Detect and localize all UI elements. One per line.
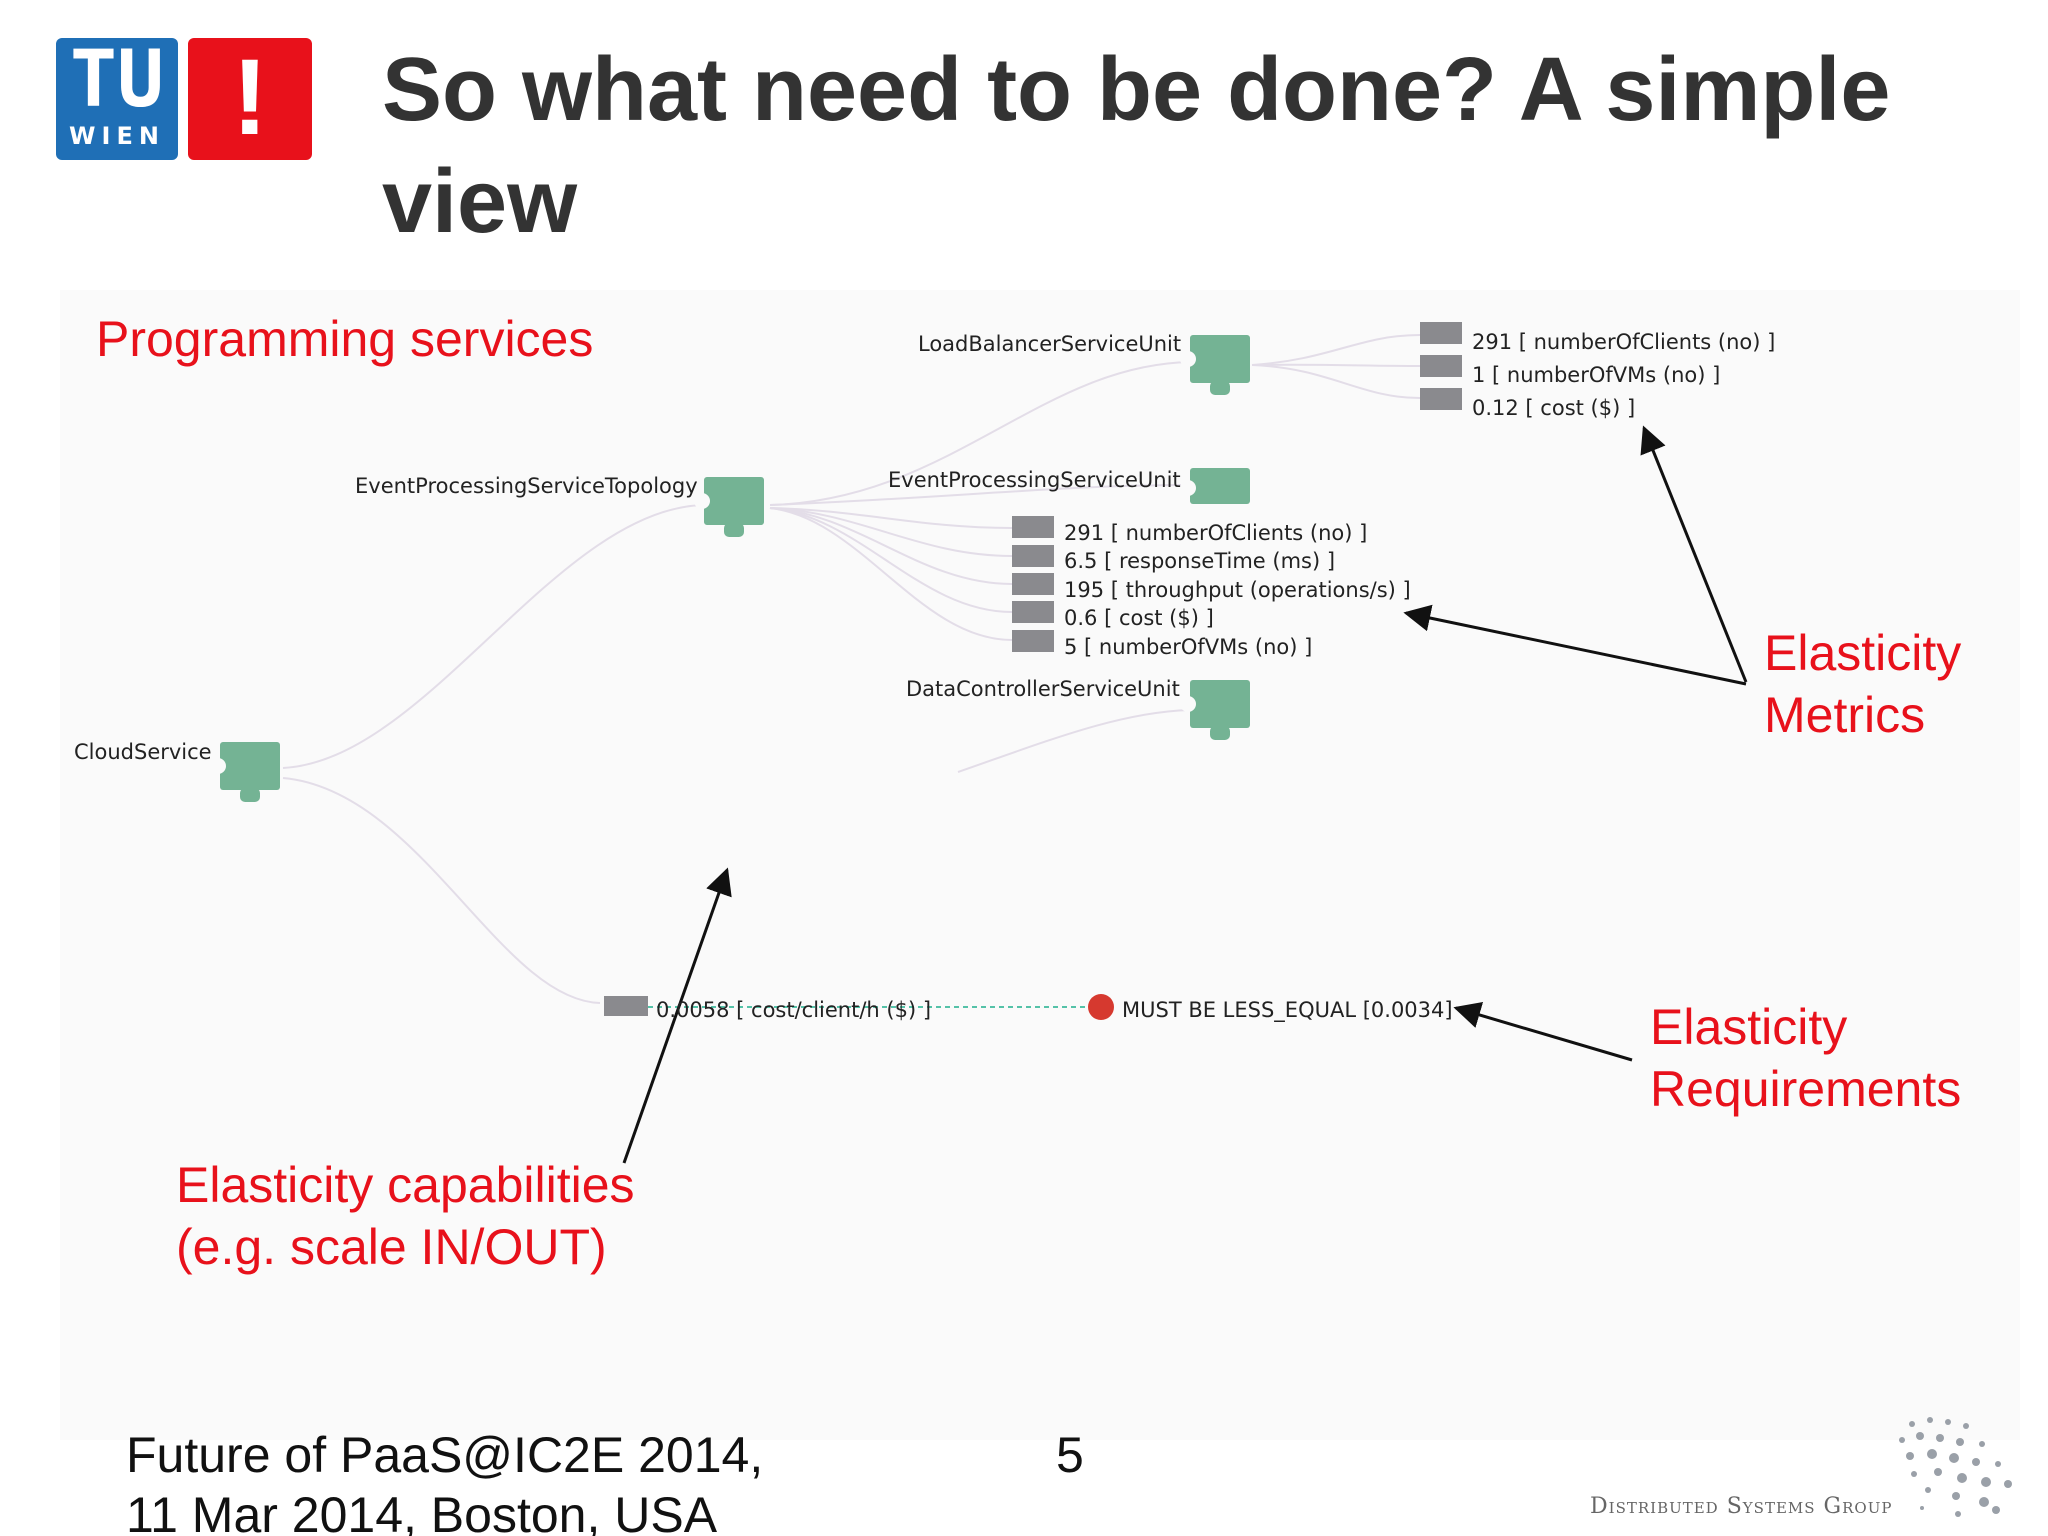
annotation-elasticity-requirements-line1: Elasticity xyxy=(1650,999,1848,1055)
diagram-panel xyxy=(60,290,2020,1440)
annotation-elasticity-requirements-line2: Requirements xyxy=(1650,1061,1962,1117)
datacontroller-node-icon xyxy=(1180,680,1250,740)
page-number: 5 xyxy=(1056,1427,1084,1483)
loadbalancer-node-icon xyxy=(1180,335,1250,395)
link-topology-metric-4 xyxy=(769,507,1013,613)
link-topology-metric-3 xyxy=(769,507,1013,585)
node-label-eventprocessing: EventProcessingServiceUnit xyxy=(888,468,1181,492)
cloud-metric-bar xyxy=(604,996,648,1016)
metric-bars xyxy=(604,322,1462,1016)
topo-metric-bar-2 xyxy=(1012,545,1054,567)
arrow-metrics-to-topology xyxy=(1403,604,1747,686)
logo-exclaim: ! xyxy=(232,36,268,157)
annotation-elasticity-metrics-line2: Metrics xyxy=(1764,687,1926,743)
link-cloud-topology xyxy=(282,503,713,769)
link-topology-metric-2 xyxy=(769,507,1013,557)
lb-metric-2: 1 [ numberOfVMs (no) ] xyxy=(1472,363,1721,387)
lb-metric-bar-1 xyxy=(1420,322,1462,344)
lb-metric-1: 291 [ numberOfClients (no) ] xyxy=(1472,330,1776,354)
topology-node-icon xyxy=(694,477,764,537)
link-topology-metric-1 xyxy=(769,507,1013,529)
topo-metric-5: 5 [ numberOfVMs (no) ] xyxy=(1064,635,1313,659)
topo-metric-4: 0.6 [ cost ($) ] xyxy=(1064,606,1214,630)
node-label-cloud-service: CloudService xyxy=(74,740,212,764)
link-loadbalancer-metric-2 xyxy=(1251,363,1421,367)
logo-wien-text: WIEN xyxy=(69,122,165,150)
cloud-service-node-icon xyxy=(210,742,280,802)
logo-red-block: ! xyxy=(188,38,312,160)
link-topology-eventprocessing xyxy=(769,484,1191,506)
topo-metric-1: 291 [ numberOfClients (no) ] xyxy=(1064,521,1368,545)
annotation-elasticity-capabilities-line1: Elasticity capabilities xyxy=(176,1157,635,1213)
slide-title: So what need to be done? A simple view xyxy=(382,40,1891,252)
link-loadbalancer-metric-3 xyxy=(1251,364,1421,399)
topo-metric-2: 6.5 [ responseTime (ms) ] xyxy=(1064,549,1336,573)
logo-blue-block: TU WIEN xyxy=(56,38,178,160)
node-label-topology: EventProcessingServiceTopology xyxy=(355,474,698,498)
logo-tu-text: TU xyxy=(70,35,164,125)
lb-metric-3: 0.12 [ cost ($) ] xyxy=(1472,396,1636,420)
service-node-shapes xyxy=(210,335,1250,802)
link-datacontroller-partial xyxy=(957,709,1191,773)
annotation-programming-services: Programming services xyxy=(96,311,594,367)
topo-metric-bar-3 xyxy=(1012,573,1054,595)
arrow-requirements xyxy=(1453,1001,1633,1062)
topo-metric-3: 195 [ throughput (operations/s) ] xyxy=(1064,578,1411,602)
topo-metric-bar-4 xyxy=(1012,601,1054,623)
topo-metric-bar-1 xyxy=(1012,516,1054,538)
dsg-dots-logo xyxy=(1899,1417,2012,1517)
link-topology-metric-5 xyxy=(769,507,1013,641)
arrow-metrics-to-loadbalancer xyxy=(1640,425,1748,683)
link-topology-loadbalancer xyxy=(769,361,1191,506)
requirement-dot xyxy=(1088,994,1114,1020)
link-cloud-requirement xyxy=(282,777,601,1004)
annotation-elasticity-capabilities-line2: (e.g. scale IN/OUT) xyxy=(176,1219,607,1275)
tu-wien-logo: TU WIEN ! xyxy=(56,38,312,160)
link-loadbalancer-metric-1 xyxy=(1251,334,1421,366)
node-label-datacontroller: DataControllerServiceUnit xyxy=(906,677,1180,701)
footer-event-line1: Future of PaaS@IC2E 2014, xyxy=(126,1427,764,1483)
node-label-loadbalancer: LoadBalancerServiceUnit xyxy=(918,332,1182,356)
eventprocessing-node-icon xyxy=(1180,468,1250,504)
lb-metric-bar-3 xyxy=(1420,388,1462,410)
cloud-cost-metric: 0.0058 [ cost/client/h ($) ] xyxy=(656,998,932,1022)
lb-metric-bar-2 xyxy=(1420,355,1462,377)
arrow-capabilities xyxy=(622,867,732,1164)
dsg-wordmark: Distributed Systems Group xyxy=(1590,1494,1893,1519)
topo-metric-bar-5 xyxy=(1012,630,1054,652)
footer-event-line2: 11 Mar 2014, Boston, USA xyxy=(126,1487,718,1536)
annotation-elasticity-metrics-line1: Elasticity xyxy=(1764,625,1962,681)
requirement-label: MUST BE LESS_EQUAL [0.0034] xyxy=(1122,998,1453,1022)
